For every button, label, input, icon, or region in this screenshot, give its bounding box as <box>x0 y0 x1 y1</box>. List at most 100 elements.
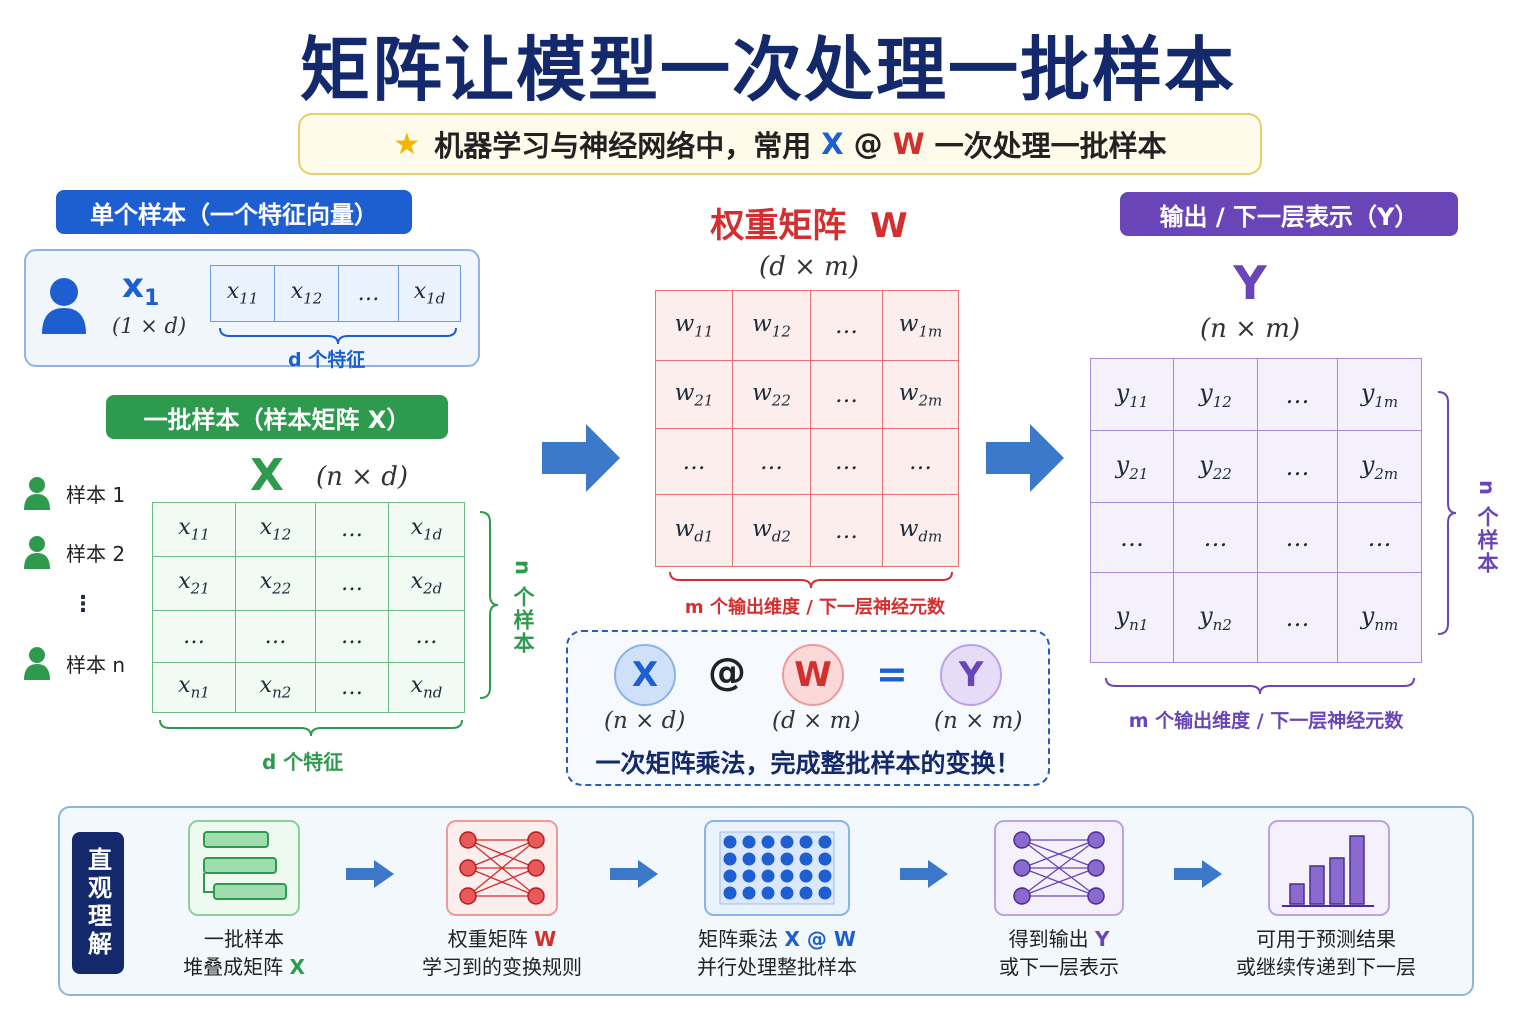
matrix-y-side-label: n 个样本 <box>1475 480 1499 576</box>
dot-mark <box>818 869 832 883</box>
subtitle-x: X <box>821 127 844 161</box>
matrix-cell: x12 <box>235 502 316 557</box>
dot-mark <box>723 886 737 900</box>
dot-mark <box>780 835 794 849</box>
bar-chart-icon <box>1282 835 1374 907</box>
batch-pill: 一批样本（样本矩阵 X） <box>106 395 448 439</box>
star-icon: ★ <box>393 126 421 162</box>
matrix-cell: wd1 <box>655 494 733 567</box>
subtitle-at: @ <box>853 127 883 161</box>
matrix-cell: … <box>152 610 236 663</box>
dot-grid-icon <box>719 831 835 905</box>
brace-icon <box>159 719 463 737</box>
weight-dim: (d × m) <box>759 252 859 282</box>
matrix-cell: xn1 <box>152 662 236 713</box>
network-icon <box>1013 831 1105 905</box>
matrix-cell: y21 <box>1090 430 1174 503</box>
matrix-cell: w11 <box>655 290 733 361</box>
matrix-cell: y11 <box>1090 358 1174 431</box>
matrix-cell: y22 <box>1173 430 1258 503</box>
matrix-cell: w22 <box>732 360 811 429</box>
subtitle-banner: ★ 机器学习与神经网络中，常用 X @ W 一次处理一批样本 <box>298 113 1262 175</box>
matrix-cell: x12 <box>274 265 339 322</box>
equation-x-dim: (n × d) <box>604 708 686 734</box>
step-3-card <box>704 820 850 916</box>
dot-mark <box>742 835 756 849</box>
equation-y: Y <box>940 644 1002 706</box>
equation-w: W <box>782 644 844 706</box>
matrix-y-name: Y <box>1233 256 1267 310</box>
dot-mark <box>780 886 794 900</box>
brace-icon <box>1437 391 1457 635</box>
equation-y-dim: (n × m) <box>934 708 1023 734</box>
matrix-cell: … <box>1257 358 1338 431</box>
matrix-cell: … <box>655 428 733 495</box>
stacked-bars-icon <box>203 831 287 900</box>
dot-mark <box>818 886 832 900</box>
dot-mark <box>780 852 794 866</box>
single-sample-dim: (1 × d) <box>112 314 187 338</box>
weight-bottom-label: m 个输出维度 / 下一层神经元数 <box>684 597 946 618</box>
equation-equals: = <box>876 652 908 696</box>
matrix-cell: … <box>1257 502 1338 573</box>
matrix-cell: … <box>1257 572 1338 663</box>
dot-mark <box>742 869 756 883</box>
matrix-cell: … <box>810 494 883 567</box>
matrix-cell: … <box>235 610 316 663</box>
matrix-cell: w21 <box>655 360 733 429</box>
matrix-cell: … <box>882 428 959 495</box>
dot-mark <box>799 835 813 849</box>
matrix-cell: x21 <box>152 556 236 611</box>
matrix-cell: yn2 <box>1173 572 1258 663</box>
person-icon <box>24 536 50 569</box>
matrix-cell: … <box>1090 502 1174 573</box>
subtitle-text-2: 一次处理一批样本 <box>934 129 1167 163</box>
matrix-cell: … <box>1337 502 1422 573</box>
step-5-card <box>1268 820 1390 916</box>
step-5-text: 可用于预测结果 或继续传递到下一层 <box>1236 927 1416 979</box>
matrix-row: ………… <box>655 428 959 495</box>
matrix-cell: y2m <box>1337 430 1422 503</box>
dot-mark <box>799 869 813 883</box>
matrix-cell: … <box>810 428 883 495</box>
matrix-cell: … <box>1257 430 1338 503</box>
matrix-cell: y12 <box>1173 358 1258 431</box>
dot-mark <box>799 886 813 900</box>
network-icon <box>459 831 545 905</box>
equation-x: X <box>614 644 676 706</box>
sample-n: 样本 n <box>24 646 125 680</box>
person-icon <box>24 477 50 510</box>
output-pill: 输出 / 下一层表示（Y） <box>1120 192 1458 236</box>
arrow-right-icon <box>542 424 620 492</box>
matrix-x-side-label: n 个样本 <box>511 560 535 656</box>
equation-w-dim: (d × m) <box>772 708 861 734</box>
subtitle-w: W <box>892 127 925 161</box>
matrix-cell: xnd <box>388 662 465 713</box>
dot-mark <box>742 886 756 900</box>
matrix-cell: x11 <box>210 265 275 322</box>
matrix-cell: … <box>388 610 465 663</box>
dot-mark <box>723 852 737 866</box>
matrix-cell: y1m <box>1337 358 1422 431</box>
weight-title: 权重矩阵 W <box>710 206 908 246</box>
brace-icon <box>479 511 499 699</box>
matrix-cell: … <box>315 556 389 611</box>
matrix-cell: x1d <box>388 502 465 557</box>
sample-2: 样本 2 <box>24 535 125 569</box>
sample-ellipsis: ⋮ <box>72 592 94 617</box>
matrix-cell: xn2 <box>235 662 316 713</box>
sample-1: 样本 1 <box>24 476 125 510</box>
dot-mark <box>761 886 775 900</box>
single-sample-pill: 单个样本（一个特征向量） <box>56 190 412 234</box>
matrix-cell: w12 <box>732 290 811 361</box>
dot-mark <box>761 835 775 849</box>
dot-mark <box>761 852 775 866</box>
step-3-text: 矩阵乘法 X @ W 并行处理整批样本 <box>697 927 857 979</box>
page-title: 矩阵让模型一次处理一批样本 <box>300 29 1236 111</box>
